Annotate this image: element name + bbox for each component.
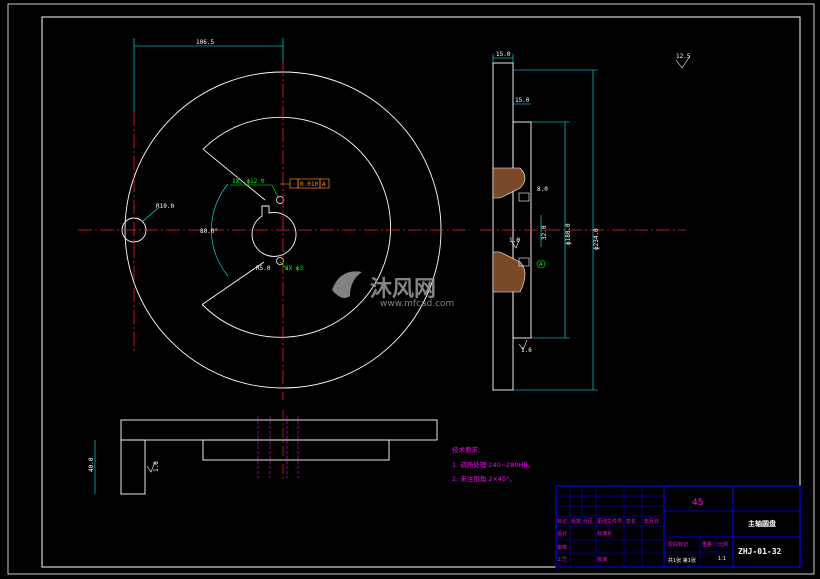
hole-note-top: 1X, ϕ12 ∇ bbox=[232, 178, 265, 185]
tb-scale-label: 比例 bbox=[718, 541, 728, 548]
tb-review-label: 审核 bbox=[557, 544, 567, 551]
bottom-pin-block bbox=[120, 439, 146, 495]
surface-symbol-label: 12.5 bbox=[676, 53, 691, 60]
bottom-hub bbox=[202, 439, 390, 461]
bottom-roughness-icon bbox=[146, 461, 156, 473]
tb-material: 45 bbox=[692, 498, 703, 508]
technical-notes: 技术要求: 1. 调质处理 240~280HB。 2. 未注倒角 2×45°。 bbox=[452, 445, 534, 483]
tb-stage-label: 阶段标记 bbox=[668, 541, 688, 548]
tb-header-mark: 标记 bbox=[557, 518, 567, 525]
r10-leader bbox=[141, 207, 159, 223]
watermark-url: www.mfcad.com bbox=[380, 299, 454, 309]
notes-line-1: 1. 调质处理 240~280HB。 bbox=[452, 460, 534, 469]
gdt-symbol-box bbox=[289, 178, 299, 189]
tb-process-label: 工艺 bbox=[557, 557, 567, 563]
hatch-upper bbox=[492, 167, 526, 199]
hole-note-bottom: 3X ϕ3 bbox=[285, 265, 303, 272]
general-roughness-icon bbox=[675, 55, 691, 69]
bottom-rough-label: 1.6 bbox=[153, 461, 160, 472]
tb-header-sign: 签名 bbox=[626, 518, 636, 525]
watermark: 沐风网 www.mfcad.com bbox=[332, 271, 454, 309]
inner-ring-arc bbox=[201, 116, 392, 338]
hub-bore bbox=[251, 205, 297, 257]
tapped-hole-bottom bbox=[276, 257, 284, 265]
tb-header-count: 处数 bbox=[571, 518, 581, 525]
bottom-disc-plate bbox=[120, 419, 438, 441]
dim-234-dia: ϕ234.0 bbox=[593, 228, 600, 250]
notes-heading: 技术要求: bbox=[452, 445, 480, 454]
gdt-datum-letter: A bbox=[322, 181, 326, 188]
gdt-datum-box bbox=[319, 178, 330, 189]
tb-weight-label: 重量 bbox=[702, 541, 712, 548]
disc-rim-section bbox=[492, 62, 514, 391]
dim-32-hub: 32.0 bbox=[541, 225, 548, 240]
keyway-upper bbox=[518, 192, 530, 202]
tapped-hole-top bbox=[276, 196, 284, 204]
dim-15-top: 15.0 bbox=[496, 51, 511, 58]
dim-180-dia: ϕ180.0 bbox=[565, 223, 572, 245]
tb-header-date: 年月日 bbox=[644, 518, 659, 525]
hatch-lower bbox=[492, 251, 526, 293]
tb-part-name: 主轴圆盘 bbox=[748, 519, 776, 528]
dim-r10-label: R10.0 bbox=[156, 203, 174, 210]
datum-circle bbox=[536, 259, 546, 269]
dim-15-hub: 15.0 bbox=[515, 97, 530, 104]
inner-frame bbox=[41, 16, 801, 568]
cutout-edge-top bbox=[202, 148, 266, 201]
dim-r5-label: R5.0 bbox=[256, 265, 271, 272]
rough-upper-label: 1.6 bbox=[509, 237, 520, 244]
tb-standard-label: 标准化 bbox=[597, 530, 612, 537]
keyway-lower bbox=[518, 257, 530, 267]
dim-106-label: 106.5 bbox=[196, 39, 214, 46]
dim-40-label: 40.0 bbox=[88, 457, 95, 472]
tb-design-label: 设计 bbox=[557, 530, 567, 537]
roughness-lower-icon bbox=[518, 339, 528, 351]
watermark-brand: 沐风网 bbox=[370, 277, 436, 302]
title-block-frame bbox=[555, 485, 801, 568]
outer-frame bbox=[7, 3, 815, 575]
hole-note-leader-bottom bbox=[279, 261, 289, 271]
dim-8-slot: 8.0 bbox=[537, 186, 548, 193]
notes-line-2: 2. 未注倒角 2×45°。 bbox=[452, 474, 516, 483]
front-view: 106.5 R10.0 80.0° 1X, ϕ12 ∇ 0.010 A R5.0… bbox=[78, 38, 470, 400]
dim-angle-label: 80.0° bbox=[200, 228, 218, 235]
tb-sheet-text: 共1张 第1张 bbox=[668, 557, 696, 564]
datum-label: A bbox=[539, 261, 543, 268]
tb-scale-value: 1:1 bbox=[718, 556, 726, 562]
tb-approve-label: 批准 bbox=[597, 556, 607, 563]
roughness-upper-icon bbox=[511, 237, 521, 249]
side-view: 15.0 15.0 8.0 32.0 ϕ180.0 ϕ234.0 1.6 1.6… bbox=[480, 51, 691, 391]
title-block: 标记 处数 分区 更改文件号 签名 年月日 设计 标准化 审核 工艺 批准 阶段… bbox=[555, 485, 801, 568]
tb-header-change: 更改文件号 bbox=[597, 518, 622, 525]
angle-arc bbox=[211, 183, 229, 277]
watermark-logo-icon bbox=[332, 271, 362, 298]
rough-lower-label: 1.6 bbox=[521, 347, 532, 354]
gdt-tolerance-value: 0.010 bbox=[300, 181, 318, 188]
cutout-edge-bottom bbox=[201, 261, 265, 305]
tb-header-zone: 分区 bbox=[583, 518, 593, 525]
hole-note-leader-top-tip bbox=[271, 184, 279, 198]
bottom-view: 40.0 1.6 bbox=[88, 410, 438, 495]
tb-drawing-no: ZHJ-01-32 bbox=[738, 547, 782, 556]
